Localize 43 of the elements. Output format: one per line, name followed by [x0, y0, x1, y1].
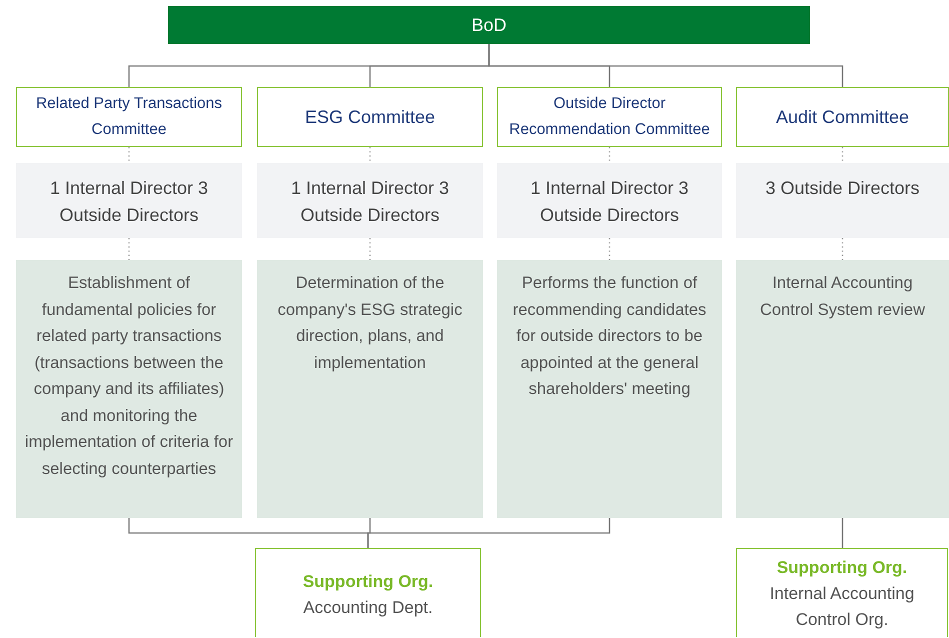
board-box [168, 6, 810, 44]
description-panel [257, 260, 483, 518]
committee-title: Outside Director Recommendation Committee [508, 94, 711, 140]
member-count: 3 Outside Directors [764, 177, 921, 200]
support-text: Accounting Dept. [302, 597, 434, 619]
committee-title: Audit Committee [774, 106, 910, 129]
connector-line [367, 518, 610, 548]
dotted-connector [128, 147, 130, 163]
role-description: Determination of the company's ESG strategic direction, plans, and implementation [276, 273, 464, 374]
committee-box [257, 87, 483, 147]
connector-line [842, 518, 844, 548]
dotted-connector [842, 238, 844, 260]
member-count: 1 Internal Director 3 Outside Directors [529, 177, 690, 227]
support-box [736, 548, 948, 637]
dotted-connector [369, 147, 371, 163]
support-heading: Supporting Org. [302, 571, 434, 593]
member-count: 1 Internal Director 3 Outside Directors [48, 177, 210, 227]
role-description: Performs the function of recommending candidates for outside directors to be appointed at the general shareholders' meeting [512, 273, 708, 400]
member-panel [16, 163, 242, 238]
committee-box [497, 87, 722, 147]
committee-box [16, 87, 242, 147]
board-title: BoD [471, 14, 506, 36]
dotted-connector [608, 238, 610, 260]
connector-line [488, 44, 844, 87]
support-text: Internal Accounting Control Org. [768, 583, 916, 631]
member-panel [497, 163, 722, 238]
description-panel [497, 260, 722, 518]
dotted-connector [369, 238, 371, 260]
dotted-connector [608, 147, 610, 163]
description-panel [736, 260, 949, 518]
member-panel [736, 163, 949, 238]
role-description: Internal Accounting Control System review [758, 273, 926, 320]
support-box [255, 548, 481, 637]
description-panel [16, 260, 242, 518]
committee-box [736, 87, 949, 147]
committee-title: Related Party Transactions Committee [34, 94, 224, 140]
dotted-connector [842, 147, 844, 163]
member-count: 1 Internal Director 3 Outside Directors [290, 177, 450, 227]
support-heading: Supporting Org. [776, 557, 908, 579]
role-description: Establishment of fundamental policies for related party transactions (transactions between the company and its affiliates) and monitoring the implementation of criteria for selecting counterparties [24, 273, 234, 480]
member-panel [257, 163, 483, 238]
dotted-connector [128, 238, 130, 260]
committee-title: ESG Committee [304, 106, 436, 129]
